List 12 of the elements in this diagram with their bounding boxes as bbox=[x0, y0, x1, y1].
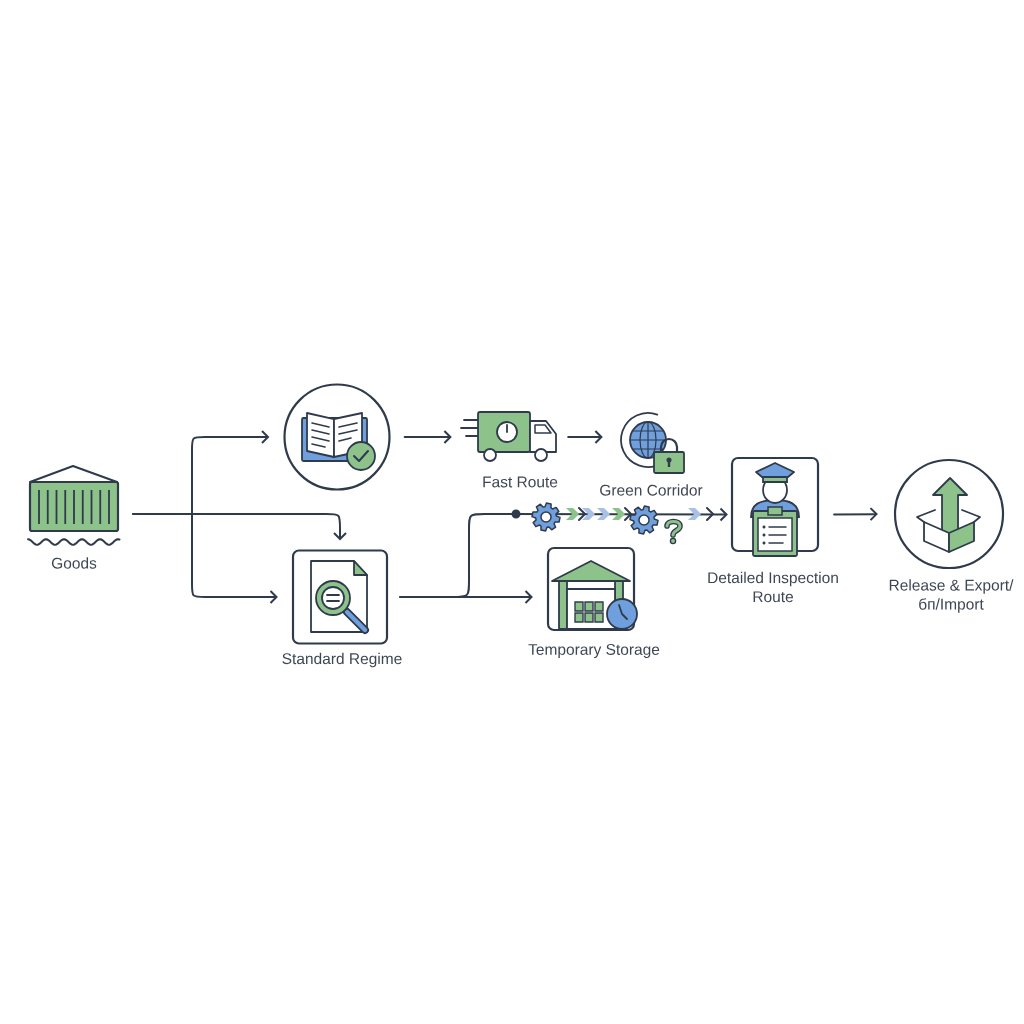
arrow bbox=[403, 430, 452, 444]
arrow bbox=[833, 507, 878, 522]
node-label: Green Corridor bbox=[600, 484, 703, 496]
node-label: Detailed Inspection Route bbox=[708, 571, 838, 603]
node-label: Temporary Storage bbox=[528, 644, 660, 659]
arrow bbox=[567, 430, 603, 444]
node-label: Goods bbox=[51, 557, 97, 569]
arrow bbox=[399, 507, 728, 598]
node-label: Release & Export/ бп/Import bbox=[889, 579, 1014, 613]
node-label: Fast Route bbox=[483, 476, 558, 488]
node-label: Standard Regime bbox=[282, 652, 402, 668]
arrow bbox=[132, 513, 347, 541]
